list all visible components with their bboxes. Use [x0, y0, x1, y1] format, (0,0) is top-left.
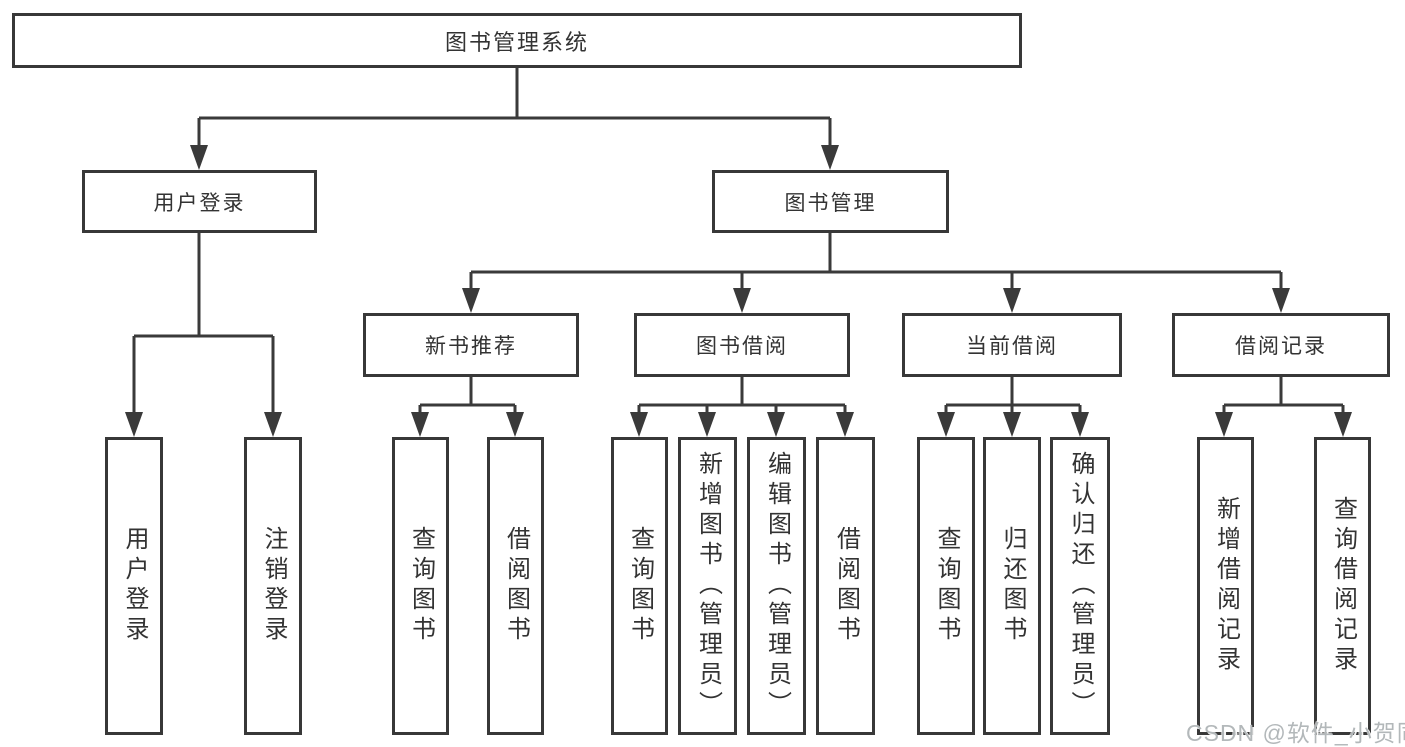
node-book-borrowing: 图书借阅 [634, 313, 850, 377]
leaf-query-books: 查询图书 [917, 437, 975, 735]
leaf-return-books: 归还图书 [983, 437, 1041, 735]
node-label: 图书管理 [784, 191, 877, 215]
csdn-watermark: CSDN @软件_小贺同学 [1186, 720, 1405, 746]
leaf-confirm-return-admin: 确认归还（管理员） [1050, 437, 1110, 735]
node-label: 借阅记录 [1235, 335, 1327, 358]
leaf-add-book-admin: 新增图书（管理员） [678, 437, 737, 735]
node-label: 当前借阅 [966, 335, 1058, 358]
node-label: 图书借阅 [696, 335, 788, 358]
leaf-borrow-books: 借阅图书 [816, 437, 875, 735]
leaf-label: 查询图书 [933, 526, 960, 646]
leaf-query-borrow-record: 查询借阅记录 [1314, 437, 1371, 735]
leaf-edit-book-admin: 编辑图书（管理员） [747, 437, 806, 735]
node-label: 用户登录 [153, 191, 246, 215]
node-book-management: 图书管理 [712, 170, 949, 233]
leaf-borrow-books: 借阅图书 [487, 437, 544, 735]
leaf-logout: 注销登录 [244, 437, 302, 735]
node-label: 图书管理系统 [444, 29, 589, 55]
leaf-label: 查询图书 [626, 526, 654, 646]
leaf-add-borrow-record: 新增借阅记录 [1197, 437, 1254, 735]
leaf-label: 借阅图书 [832, 526, 860, 646]
leaf-label: 查询借阅记录 [1329, 496, 1357, 676]
node-library-system: 图书管理系统 [12, 13, 1022, 68]
node-new-book-recommendation: 新书推荐 [363, 313, 579, 377]
leaf-label: 归还图书 [999, 526, 1026, 646]
leaf-label: 确认归还（管理员） [1067, 451, 1094, 721]
leaf-user-login: 用户登录 [105, 437, 163, 735]
leaf-label: 新增图书（管理员） [694, 451, 722, 721]
node-user-login: 用户登录 [82, 170, 317, 233]
leaf-label: 新增借阅记录 [1212, 496, 1240, 676]
leaf-query-books: 查询图书 [392, 437, 449, 735]
leaf-label: 用户登录 [121, 526, 148, 646]
node-label: 新书推荐 [425, 335, 517, 358]
leaf-label: 注销登录 [260, 526, 287, 646]
leaf-query-books: 查询图书 [611, 437, 668, 735]
leaf-label: 查询图书 [407, 526, 435, 646]
node-current-borrowing: 当前借阅 [902, 313, 1122, 377]
leaf-label: 编辑图书（管理员） [763, 451, 791, 721]
leaf-label: 借阅图书 [502, 526, 530, 646]
node-borrowing-records: 借阅记录 [1172, 313, 1390, 377]
